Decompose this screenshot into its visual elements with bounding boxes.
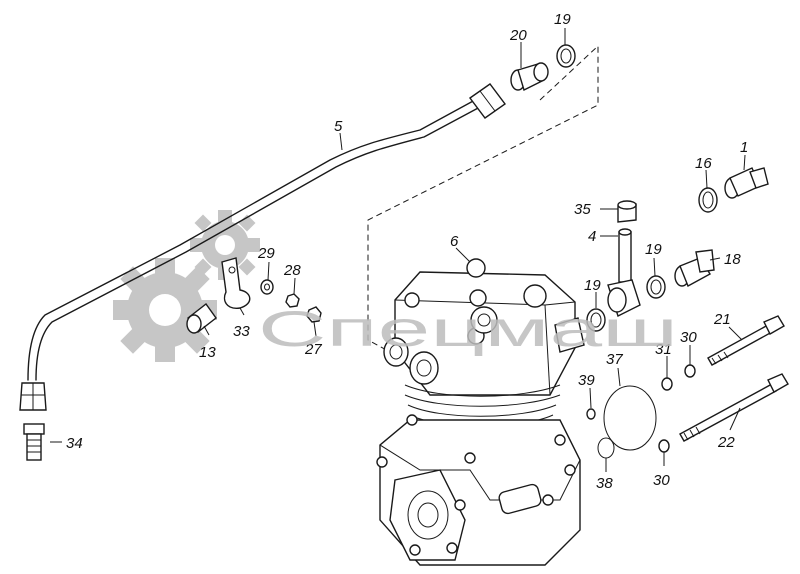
fitting-1	[724, 167, 769, 199]
fitting-20	[510, 62, 549, 91]
leader-lines	[50, 28, 746, 472]
label-4: 4	[588, 228, 596, 245]
washer-39	[586, 408, 596, 420]
part-labels: 1 16 18 19 19 4 35 19 20 5 6 13 33 29 28…	[66, 11, 748, 492]
banjo-4	[607, 228, 641, 317]
oring-38	[597, 437, 615, 459]
label-38: 38	[596, 475, 613, 492]
label-20: 20	[509, 27, 527, 44]
bushing-13	[186, 302, 217, 334]
label-6: 6	[450, 233, 459, 250]
label-22: 22	[717, 434, 735, 451]
label-34: 34	[66, 435, 83, 452]
pipe-5	[19, 83, 506, 411]
label-30: 30	[653, 472, 670, 489]
label-31: 31	[655, 341, 672, 358]
label-19: 19	[645, 241, 662, 258]
label-28: 28	[283, 262, 301, 279]
nut-27	[306, 306, 322, 323]
cap-35	[617, 200, 637, 223]
washer-30-top	[684, 364, 696, 378]
label-30: 30	[680, 329, 697, 346]
label-1: 1	[740, 139, 748, 156]
washer-30-bottom	[658, 439, 670, 453]
label-37: 37	[606, 351, 623, 368]
fitting-34	[23, 423, 45, 461]
washer-29	[260, 279, 274, 295]
watermark-brand-text: Спецмаш	[258, 301, 678, 357]
oring-37	[603, 385, 657, 451]
label-19: 19	[554, 11, 571, 28]
washer-19-low	[586, 308, 606, 332]
label-13: 13	[199, 344, 216, 361]
label-29: 29	[257, 245, 275, 262]
bolt-21	[707, 315, 785, 366]
label-39: 39	[578, 372, 595, 389]
label-5: 5	[334, 118, 343, 135]
label-18: 18	[724, 251, 741, 268]
washer-19-mid	[646, 275, 666, 299]
washer-19-top	[556, 44, 576, 68]
label-16: 16	[695, 155, 712, 172]
washer-31	[661, 377, 673, 391]
label-21: 21	[713, 311, 731, 328]
label-19: 19	[584, 277, 601, 294]
compressor-6	[376, 258, 585, 566]
label-27: 27	[304, 341, 322, 358]
fitting-18	[674, 249, 715, 287]
label-35: 35	[574, 201, 591, 218]
washer-16	[698, 187, 718, 213]
label-33: 33	[233, 323, 250, 340]
bolt-22	[679, 373, 789, 442]
